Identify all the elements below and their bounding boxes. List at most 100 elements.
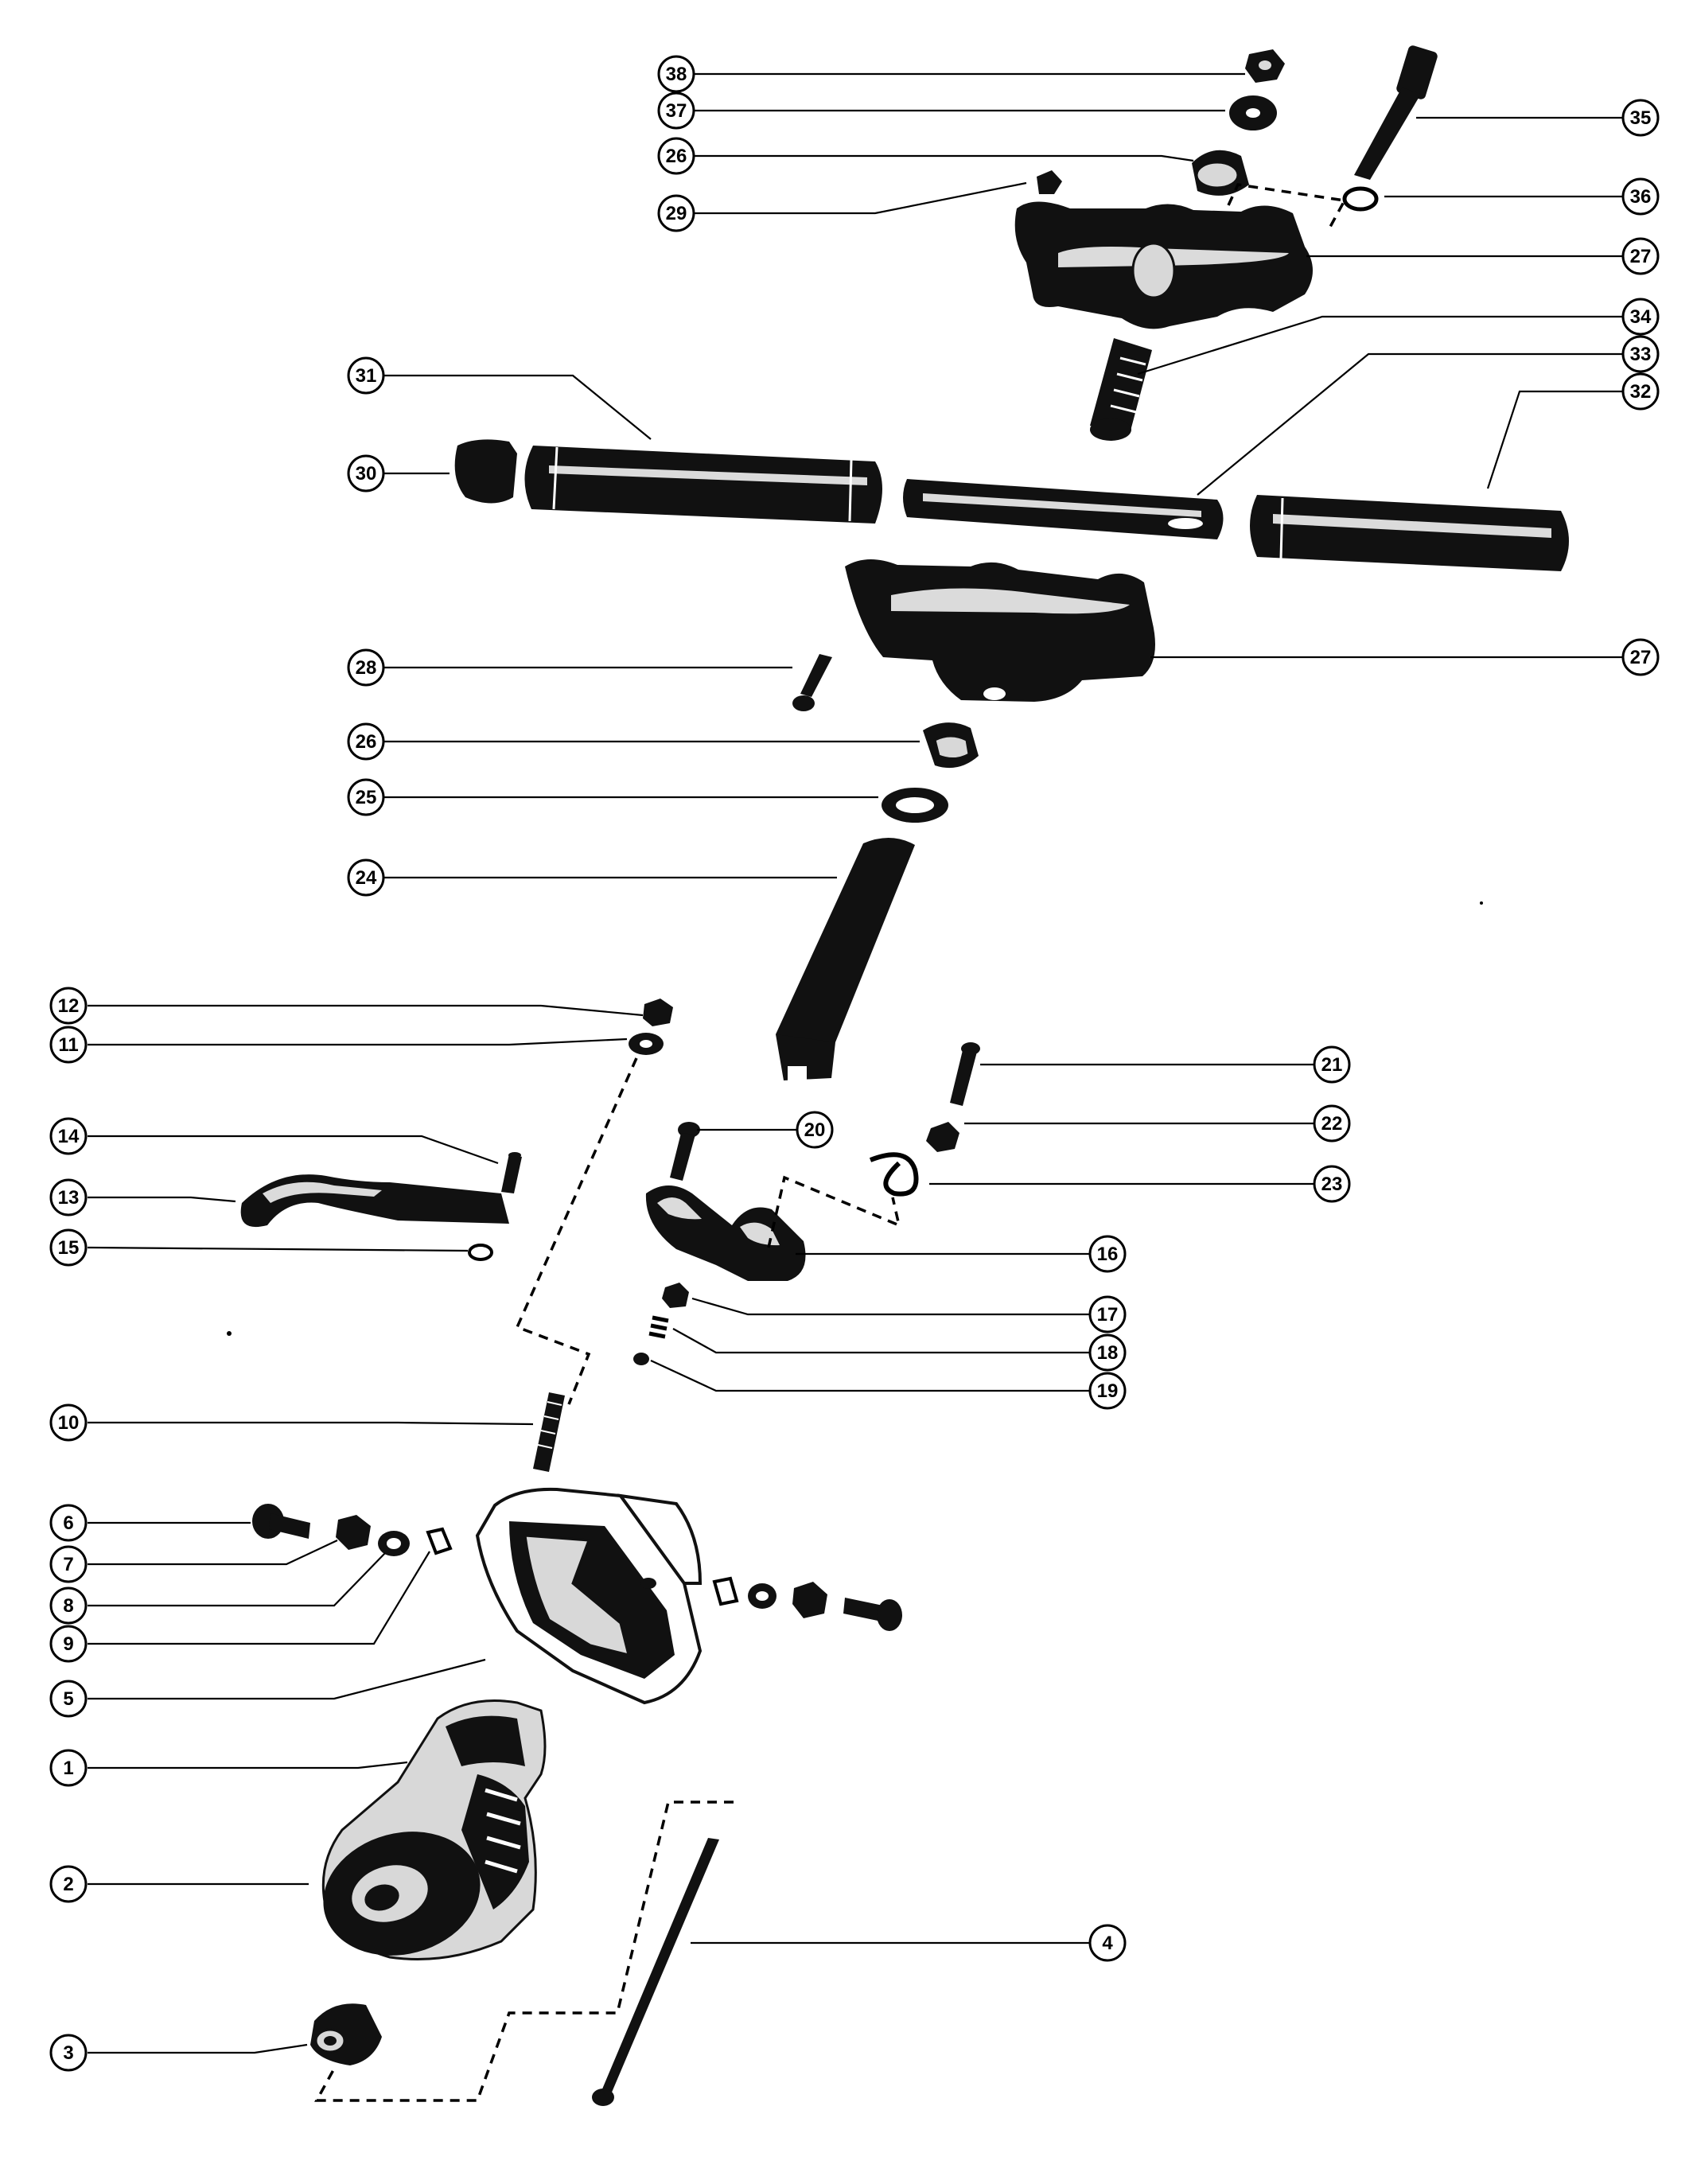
part-15-small-ring [468,1244,493,1261]
svg-text:12: 12 [58,995,80,1017]
callout-9: 9 [49,1625,88,1663]
callout-19: 19 [1088,1372,1127,1410]
part-1-2-motor-housing [321,1699,547,1960]
callout-5: 5 [49,1680,88,1718]
callout-7: 7 [49,1545,88,1583]
assembly-dashed-lines [314,183,1347,2102]
svg-text:20: 20 [804,1119,826,1141]
callout-27-upper: 27 [1621,237,1660,275]
part-25-washer [882,788,948,823]
callout-23: 23 [1313,1165,1351,1203]
svg-text:27: 27 [1630,647,1652,668]
part-12-nut [643,999,673,1026]
callout-38: 38 [657,55,695,93]
svg-text:23: 23 [1321,1174,1343,1195]
parts-illustrations [227,45,1569,2106]
part-3-propeller-nut [310,2003,382,2065]
part-30-end-cap [454,439,517,504]
callout-18: 18 [1088,1333,1127,1372]
svg-text:38: 38 [666,64,687,85]
part-20-bolt [670,1122,700,1181]
svg-text:24: 24 [356,867,377,889]
svg-text:16: 16 [1097,1244,1119,1265]
part-29-small-nut [1037,170,1062,194]
svg-text:37: 37 [666,100,687,122]
svg-text:2: 2 [63,1874,73,1895]
svg-text:5: 5 [63,1688,73,1710]
callout-2: 2 [49,1865,88,1903]
callout-13: 13 [49,1178,88,1217]
part-21-bolt [950,1042,980,1106]
svg-text:9: 9 [63,1633,73,1655]
svg-text:10: 10 [58,1412,80,1434]
callout-14: 14 [49,1117,88,1155]
svg-text:31: 31 [356,365,377,387]
svg-text:21: 21 [1321,1054,1343,1076]
callout-33: 33 [1621,335,1660,373]
svg-text:15: 15 [58,1237,80,1259]
callout-26-top: 26 [657,137,695,175]
part-9-oring [426,1527,453,1555]
callout-30: 30 [347,454,385,492]
callout-29: 29 [657,194,695,232]
callout-27-lower: 27 [1621,638,1660,676]
callout-bubbles: 38 37 26 29 35 36 27 34 33 32 31 30 28 2… [49,55,1660,2072]
part-32-right-tube [1250,495,1569,571]
svg-text:34: 34 [1630,306,1652,328]
svg-text:27: 27 [1630,246,1652,267]
part-24-tube-shaft [776,837,915,1082]
svg-text:26: 26 [356,731,377,753]
svg-text:32: 32 [1630,381,1652,403]
callout-25: 25 [347,778,385,816]
callout-35: 35 [1621,99,1660,137]
callout-21: 21 [1313,1045,1351,1084]
part-13-handle-arm [240,1174,509,1228]
part-27-lower-bracket [845,559,1155,702]
callout-34: 34 [1621,298,1660,336]
svg-text:28: 28 [356,657,377,679]
svg-text:8: 8 [63,1595,73,1617]
part-11-washer [629,1033,664,1055]
part-26-bushing-top [1192,150,1249,196]
part-34-splined-shaft [1090,338,1152,441]
callout-11: 11 [49,1026,88,1064]
part-19-ball [633,1353,649,1365]
part-10-stud [533,1392,565,1472]
svg-text:11: 11 [58,1034,78,1056]
part-22-nut [926,1122,959,1152]
callout-16: 16 [1088,1235,1127,1273]
leader-lines [87,72,1623,2054]
part-6-bolt [252,1504,310,1539]
callout-10: 10 [49,1403,88,1442]
svg-text:35: 35 [1630,107,1652,129]
part-33-center-shaft [903,479,1224,539]
part-23-spring-clip [869,1152,919,1197]
callout-20: 20 [796,1111,834,1149]
svg-text:26: 26 [666,146,687,167]
callout-24: 24 [347,858,385,897]
svg-text:1: 1 [63,1758,73,1779]
part-7-hex-nut [336,1515,371,1550]
svg-text:6: 6 [63,1512,73,1534]
part-16-cam-block [645,1185,806,1281]
callout-17: 17 [1088,1295,1127,1333]
callout-1: 1 [49,1749,88,1787]
callout-12: 12 [49,987,88,1025]
callout-3: 3 [49,2034,88,2072]
part-8-bushing [378,1531,410,1556]
part-18-spring [648,1315,669,1339]
callout-22: 22 [1313,1104,1351,1143]
part-35-long-bolt [1354,45,1438,180]
part-right-hardware-set [712,1576,902,1631]
callout-26-lower: 26 [347,722,385,761]
callout-37: 37 [657,91,695,130]
callout-8: 8 [49,1586,88,1625]
part-31-left-tube [524,446,882,524]
svg-text:25: 25 [356,787,377,808]
callout-32: 32 [1621,372,1660,411]
part-27-upper-bracket [1014,201,1313,329]
callout-28: 28 [347,648,385,687]
svg-text:7: 7 [63,1554,73,1575]
callout-31: 31 [347,356,385,395]
